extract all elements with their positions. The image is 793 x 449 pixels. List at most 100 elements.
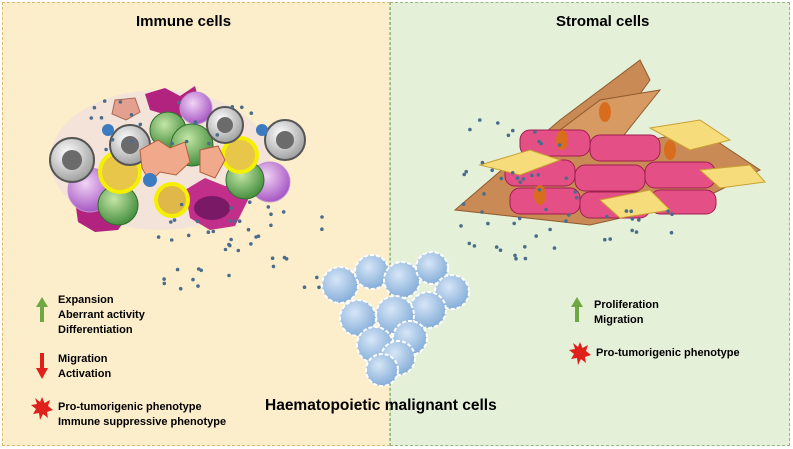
red-star-icon (31, 397, 53, 420)
factor-dot (468, 127, 472, 132)
factor-dot (89, 116, 94, 120)
factor-dot (629, 209, 633, 214)
factor-dot (196, 267, 201, 271)
factor-dot (271, 264, 276, 269)
malignant-cell-cluster (321, 251, 470, 387)
factor-dot (138, 122, 143, 127)
factor-dot (249, 242, 253, 246)
factor-dot (544, 207, 548, 212)
factor-dot (637, 218, 641, 222)
factor-dot (534, 234, 538, 238)
factor-dot (499, 176, 504, 181)
factor-dot (634, 230, 639, 234)
factor-dot (511, 128, 515, 133)
blue-granule (143, 173, 157, 187)
factor-dot (624, 209, 629, 213)
factor-dot (172, 218, 177, 222)
malignant-cell (321, 266, 359, 304)
legend-text: Activation (58, 368, 112, 380)
legend-text: Differentiation (58, 324, 133, 336)
factor-dot (118, 100, 123, 104)
grey-nucleus (276, 131, 294, 149)
factor-dot (170, 141, 174, 146)
factor-dot (186, 233, 191, 238)
legend-text: Expansion (58, 294, 114, 306)
factor-dot (104, 147, 108, 152)
factor-dot (228, 219, 232, 223)
factor-dot (478, 118, 482, 122)
stellate-cell (698, 164, 766, 189)
factor-dot (191, 277, 195, 282)
up-arrow-icon (571, 297, 583, 322)
factor-dot (102, 99, 107, 103)
factor-dot (573, 190, 577, 194)
factor-dot (461, 202, 466, 206)
factor-dot (523, 245, 527, 249)
factor-dot (281, 210, 286, 214)
factor-dot (270, 256, 275, 261)
grey-nucleus (121, 136, 139, 154)
factor-dot (530, 173, 534, 178)
factor-dot (240, 105, 244, 110)
factor-dot (467, 241, 472, 246)
factor-dot (269, 223, 273, 228)
factor-dot (232, 219, 237, 223)
endothelial-cell (574, 164, 646, 192)
factor-dot (320, 227, 324, 231)
magenta-nucleus (194, 196, 230, 220)
factor-dot (315, 275, 319, 280)
factor-dot (513, 253, 517, 258)
factor-dot (169, 220, 173, 224)
legend-text: Pro-tumorigenic phenotype (596, 347, 740, 359)
stellate-cell (478, 149, 562, 176)
factor-dot (227, 242, 231, 247)
factor-dot (472, 244, 477, 248)
factor-dot (630, 228, 634, 233)
legend-text: Migration (58, 353, 108, 365)
factor-dot (521, 177, 526, 181)
factor-dot (462, 172, 467, 177)
malignant-cell (383, 261, 421, 299)
legend-text: Migration (594, 314, 644, 326)
factor-dot (490, 168, 495, 173)
factor-dot (574, 195, 579, 200)
factor-dot (539, 141, 543, 146)
fibroblast-nucleus (556, 130, 568, 150)
factor-dot (536, 173, 541, 177)
factor-dot (236, 248, 241, 253)
factor-dot (317, 285, 321, 290)
dendritic-cell (199, 145, 226, 179)
factor-dot (459, 224, 463, 228)
factor-dot (533, 130, 537, 134)
stromal-title: Stromal cells (556, 13, 650, 30)
factor-dot (482, 192, 486, 196)
left-down-legend: Migration Activation (58, 352, 111, 382)
factor-dot (548, 227, 552, 232)
factor-dot (211, 229, 216, 234)
fibroblast-nucleus (599, 102, 611, 122)
factor-dot (512, 221, 516, 226)
factor-dot (229, 237, 233, 242)
factor-dot (110, 137, 115, 142)
factor-dot (564, 176, 569, 180)
legend-text: Pro-tumorigenic phenotype (58, 401, 202, 413)
factor-dot (129, 139, 134, 144)
factor-dot (608, 237, 612, 241)
factor-dot (266, 205, 271, 209)
factor-dot (630, 217, 635, 221)
factor-dot (670, 212, 674, 216)
factor-dot (552, 246, 557, 250)
factor-dot (193, 121, 198, 126)
malignant-cell (415, 251, 449, 285)
factor-dot (269, 212, 273, 216)
factor-dot (227, 273, 231, 278)
factor-dot (603, 237, 607, 242)
factor-dot (92, 105, 97, 110)
factor-dot (515, 176, 520, 180)
factor-dot (248, 200, 252, 204)
factor-dot (237, 219, 242, 223)
factor-dot (564, 219, 568, 223)
factor-dot (567, 213, 571, 217)
blue-granule (256, 124, 268, 136)
